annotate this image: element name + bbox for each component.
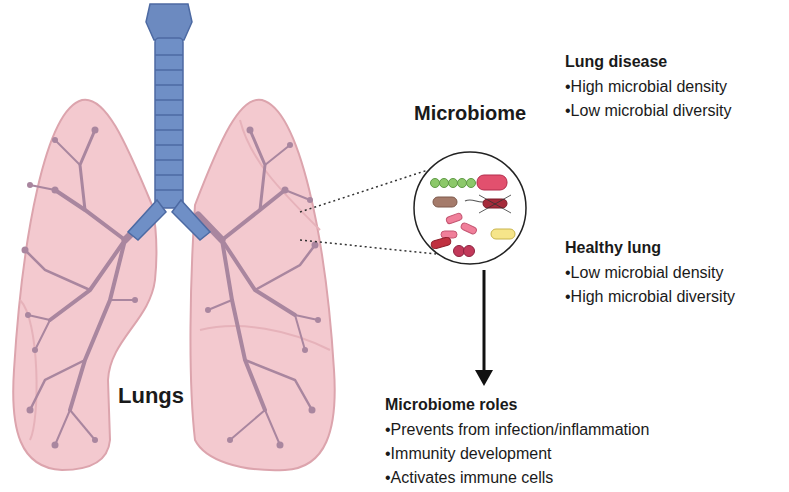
bullet-text: •Low microbial density	[565, 263, 724, 282]
section-heading: Microbiome roles	[385, 395, 517, 414]
section-heading: Lung disease	[565, 52, 667, 71]
bullet-text: •Low microbial diversity	[565, 101, 732, 120]
arrow-line	[483, 270, 486, 372]
bullet-text: •Activates immune cells	[385, 468, 553, 487]
lobe-line	[240, 120, 320, 230]
microbiome-circle: Microbiome	[413, 151, 527, 265]
section-heading: Healthy lung	[565, 238, 661, 257]
left-lung	[13, 100, 156, 470]
trachea	[128, 4, 210, 240]
alveoli	[22, 127, 322, 449]
microbe-illustration	[413, 151, 527, 265]
right-lung	[190, 100, 334, 471]
bullet-text: •Immunity development	[385, 444, 552, 463]
lobe-line	[200, 326, 330, 350]
zoom-line	[300, 170, 428, 212]
figure-label: Lungs	[118, 383, 184, 409]
bullet-text: •High microbial diversity	[565, 287, 735, 306]
bullet-text: •High microbial density	[565, 77, 727, 96]
circle-heading: Microbiome	[414, 101, 526, 125]
zoom-line	[300, 240, 436, 254]
bullet-text: •Prevents from infection/inflammation	[385, 420, 649, 439]
arrow-head	[475, 370, 493, 386]
lobe-line	[20, 300, 37, 440]
